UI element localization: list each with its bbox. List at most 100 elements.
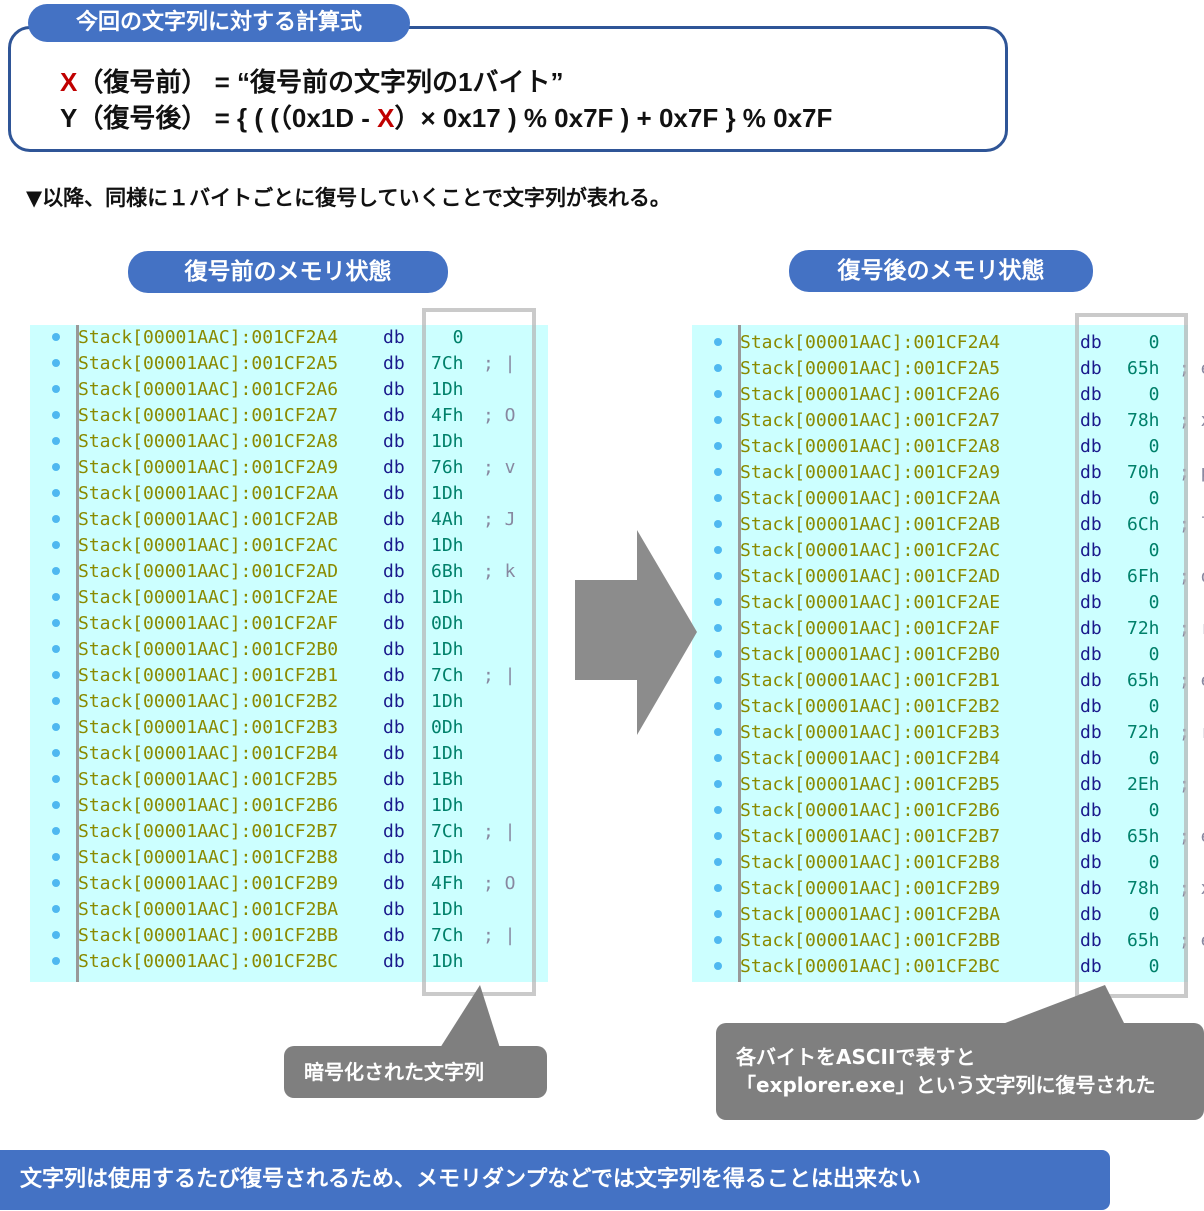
db-keyword: db (383, 951, 405, 972)
address: Stack[00001AAC]:001CF2BA (740, 904, 1001, 925)
y-label: （復号後） (77, 103, 208, 133)
breakpoint-dot (52, 931, 60, 939)
address: Stack[00001AAC]:001CF2B9 (78, 873, 339, 894)
address: Stack[00001AAC]:001CF2AB (78, 509, 339, 530)
address: Stack[00001AAC]:001CF2BB (78, 925, 339, 946)
byte-value: 1Dh (431, 899, 464, 920)
db-keyword: db (383, 535, 405, 556)
y-var: Y (60, 103, 78, 133)
byte-value: 0 (1127, 384, 1160, 405)
db-keyword: db (1080, 670, 1102, 691)
breakpoint-dot (714, 442, 722, 450)
breakpoint-dot (714, 416, 722, 424)
formula-y: Y（復号後） = { ( (（0x1D - X）× 0x17 ) % 0x7F … (60, 98, 832, 135)
breakpoint-dot (714, 936, 722, 944)
address: Stack[00001AAC]:001CF2A7 (78, 405, 339, 426)
address: Stack[00001AAC]:001CF2A9 (78, 457, 339, 478)
address: Stack[00001AAC]:001CF2BC (78, 951, 339, 972)
db-keyword: db (383, 769, 405, 790)
byte-value: 0 (1127, 800, 1160, 821)
ascii-comment: ; | (483, 665, 516, 686)
byte-value: 0Dh (431, 613, 464, 634)
db-keyword: db (383, 925, 405, 946)
breakpoint-dot (714, 390, 722, 398)
byte-value: 1Dh (431, 743, 464, 764)
db-keyword: db (1080, 488, 1102, 509)
byte-value: 0 (1127, 748, 1160, 769)
db-keyword: db (383, 743, 405, 764)
breakpoint-dot (52, 827, 60, 835)
byte-value: 72h (1127, 722, 1160, 743)
breakpoint-dot (714, 754, 722, 762)
db-keyword: db (1080, 592, 1102, 613)
address: Stack[00001AAC]:001CF2A4 (78, 327, 339, 348)
ascii-comment: ; k (483, 561, 516, 582)
breakpoint-dot (714, 624, 722, 632)
db-keyword: db (1080, 774, 1102, 795)
breakpoint-dot (714, 884, 722, 892)
address: Stack[00001AAC]:001CF2B8 (740, 852, 1001, 873)
byte-value: 65h (1127, 358, 1160, 379)
breakpoint-dot (714, 832, 722, 840)
breakpoint-dot (714, 364, 722, 372)
db-keyword: db (1080, 384, 1102, 405)
breakpoint-dot (52, 645, 60, 653)
byte-value: 0 (1127, 540, 1160, 561)
address: Stack[00001AAC]:001CF2AF (78, 613, 339, 634)
address: Stack[00001AAC]:001CF2AE (78, 587, 339, 608)
db-keyword: db (1080, 878, 1102, 899)
address: Stack[00001AAC]:001CF2A8 (78, 431, 339, 452)
callout-encrypted: 暗号化された文字列 (284, 1046, 547, 1098)
breakpoint-dot (714, 650, 722, 658)
byte-value: 65h (1127, 670, 1160, 691)
callout-decrypted-line-2: 「explorer.exe」という文字列に復号された (736, 1073, 1156, 1097)
byte-value: 70h (1127, 462, 1160, 483)
address: Stack[00001AAC]:001CF2A8 (740, 436, 1001, 457)
before-title: 復号前のメモリ状態 (128, 251, 448, 293)
breakpoint-dot (52, 359, 60, 367)
address: Stack[00001AAC]:001CF2B3 (78, 717, 339, 738)
db-keyword: db (383, 795, 405, 816)
right-arrow-icon (575, 530, 697, 735)
db-keyword: db (1080, 826, 1102, 847)
breakpoint-dot (52, 593, 60, 601)
address: Stack[00001AAC]:001CF2B2 (78, 691, 339, 712)
byte-value: 6Ch (1127, 514, 1160, 535)
db-keyword: db (1080, 748, 1102, 769)
breakpoint-dot (52, 541, 60, 549)
byte-value: 1Dh (431, 691, 464, 712)
byte-value: 0Dh (431, 717, 464, 738)
address: Stack[00001AAC]:001CF2B8 (78, 847, 339, 868)
db-keyword: db (383, 847, 405, 868)
address: Stack[00001AAC]:001CF2A7 (740, 410, 1001, 431)
address: Stack[00001AAC]:001CF2A9 (740, 462, 1001, 483)
formula-x: X（復号前） = “復号前の文字列の1バイト” (60, 62, 563, 99)
address: Stack[00001AAC]:001CF2BB (740, 930, 1001, 951)
address: Stack[00001AAC]:001CF2B9 (740, 878, 1001, 899)
db-keyword: db (383, 717, 405, 738)
ascii-comment: ; O (483, 405, 516, 426)
address: Stack[00001AAC]:001CF2B7 (78, 821, 339, 842)
address: Stack[00001AAC]:001CF2B0 (78, 639, 339, 660)
breakpoint-dot (714, 962, 722, 970)
address: Stack[00001AAC]:001CF2B5 (740, 774, 1001, 795)
breakpoint-dot (714, 910, 722, 918)
breakpoint-dot (714, 494, 722, 502)
breakpoint-dot (52, 515, 60, 523)
db-keyword: db (383, 561, 405, 582)
byte-value: 0 (1127, 956, 1160, 977)
db-keyword: db (383, 379, 405, 400)
byte-value: 1Dh (431, 483, 464, 504)
formula-title: 今回の文字列に対する計算式 (28, 4, 410, 42)
db-keyword: db (383, 431, 405, 452)
db-keyword: db (383, 821, 405, 842)
byte-value: 1Dh (431, 951, 464, 972)
right-callout-pointer (1000, 985, 1125, 1025)
byte-value: 76h (431, 457, 464, 478)
ascii-comment: ; O (483, 873, 516, 894)
breakpoint-dot (52, 489, 60, 497)
address: Stack[00001AAC]:001CF2B3 (740, 722, 1001, 743)
x-label: （復号前） (77, 67, 208, 97)
